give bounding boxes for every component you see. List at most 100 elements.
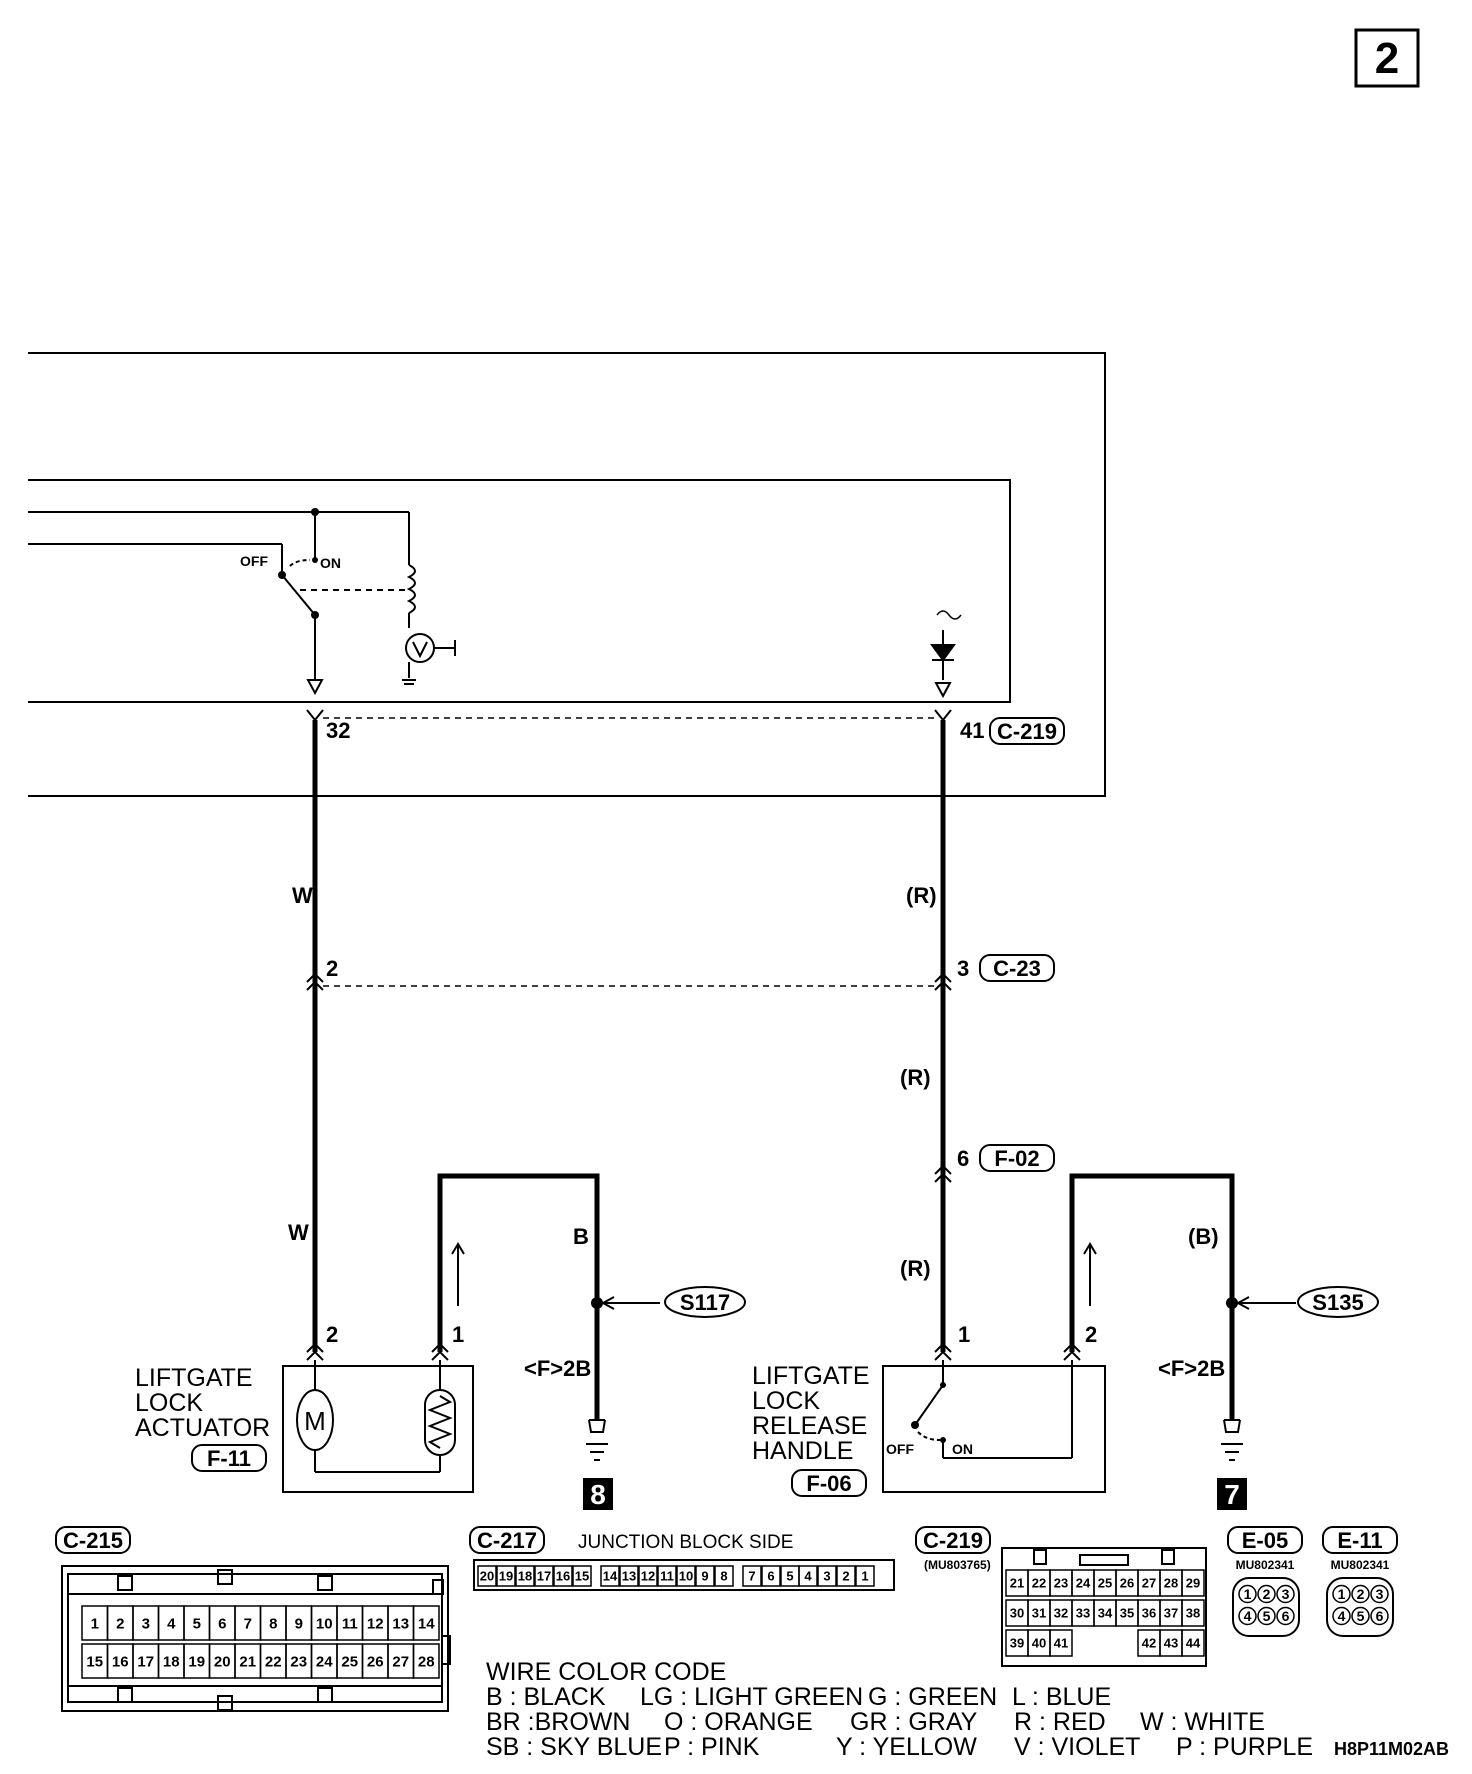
pin-number: 21 xyxy=(1010,1576,1024,1591)
pin-number: 35 xyxy=(1120,1606,1134,1621)
pin-number: 2 xyxy=(116,1615,124,1632)
pin-number: 4 xyxy=(167,1615,176,1632)
legend-y: Y : YELLOW xyxy=(836,1733,977,1761)
ground-symbols xyxy=(586,1419,1243,1461)
ground-num-box-right xyxy=(1217,1478,1247,1510)
pin-cell xyxy=(1257,1584,1276,1604)
pin-number: 14 xyxy=(603,1569,618,1584)
f06-badge xyxy=(791,1469,867,1497)
pin-number: 2 xyxy=(1357,1586,1365,1602)
handle-pin-1: 1 xyxy=(958,1322,970,1347)
legend-v: V : VIOLET xyxy=(1014,1733,1140,1761)
c215-badge xyxy=(55,1526,131,1554)
pin-number: 44 xyxy=(1186,1636,1201,1651)
legend-r: R : RED xyxy=(1014,1708,1106,1736)
c215-connector-view xyxy=(61,1565,451,1712)
pin-number: 7 xyxy=(244,1615,252,1632)
handle-box xyxy=(882,1365,1106,1493)
handle-name-line-1: LIFTGATE xyxy=(752,1362,870,1390)
c217-badge xyxy=(469,1526,545,1554)
actuator-terminals xyxy=(306,1342,449,1473)
wire-color-w-lower: W xyxy=(288,1220,309,1245)
switch-dot xyxy=(311,611,319,619)
pin-number: 40 xyxy=(1032,1636,1046,1651)
actuator-pin-2: 2 xyxy=(326,1322,338,1347)
e11-connector-view xyxy=(1326,1577,1394,1637)
heater-icon xyxy=(424,1389,456,1456)
actuator-pin-1: 1 xyxy=(452,1322,464,1347)
ground-num-box-left xyxy=(583,1478,613,1510)
legend-b: B : BLACK xyxy=(486,1683,606,1711)
pin-number: 19 xyxy=(188,1653,205,1670)
pin-number: 5 xyxy=(1357,1608,1365,1624)
pin-number: 17 xyxy=(537,1569,551,1584)
pin-number: 15 xyxy=(86,1653,103,1670)
pin-number: 30 xyxy=(1010,1606,1024,1621)
handle-terminals xyxy=(914,1342,1081,1459)
legend-p-purple: P : PURPLE xyxy=(1176,1733,1313,1761)
pin-number: 24 xyxy=(316,1653,333,1670)
c219-part-number: (MU803765) xyxy=(924,1558,991,1572)
legend-gr: GR : GRAY xyxy=(850,1708,978,1736)
legend-p-pink: P : PINK xyxy=(664,1733,760,1761)
pin-number: 6 xyxy=(1376,1608,1384,1624)
pin-number: 16 xyxy=(112,1653,129,1670)
handle-on-label: ON xyxy=(952,1441,973,1457)
e05-badge xyxy=(1227,1526,1303,1554)
pin-number: 1 xyxy=(861,1569,868,1584)
pin-number: 34 xyxy=(1098,1606,1113,1621)
pin-number: 14 xyxy=(418,1615,435,1632)
pin-cell xyxy=(412,1605,440,1641)
heater-coil-icon xyxy=(427,1395,453,1449)
e05-label: E-05 xyxy=(1242,1528,1288,1553)
handle-off-label: OFF xyxy=(886,1441,914,1457)
main-wires xyxy=(312,720,1235,1420)
pin-number: 11 xyxy=(342,1615,358,1632)
pin-cell xyxy=(553,1565,573,1587)
f02-label: F-02 xyxy=(994,1146,1039,1171)
pin-number: 22 xyxy=(265,1653,282,1670)
pin-number: 18 xyxy=(518,1569,532,1584)
e11-part-number: MU802341 xyxy=(1331,1558,1390,1572)
ground-left-ref: <F>2B xyxy=(524,1356,591,1381)
pin-number: 20 xyxy=(480,1569,494,1584)
f02-terminal-6: 6 xyxy=(957,1146,969,1171)
pin-number: 5 xyxy=(786,1569,793,1584)
pin-number: 24 xyxy=(1076,1576,1091,1591)
pin-number: 5 xyxy=(193,1615,201,1632)
pin-cell xyxy=(638,1565,658,1587)
pin-cell xyxy=(695,1565,715,1587)
pin-cell xyxy=(1181,1629,1205,1657)
pin-cell xyxy=(657,1565,677,1587)
pin-cell xyxy=(1370,1584,1389,1604)
splice-s135-dot xyxy=(1226,1297,1238,1309)
wire-color-r-1: (R) xyxy=(906,883,937,908)
wire-color-r-2: (R) xyxy=(900,1065,931,1090)
pin-number: 13 xyxy=(392,1615,409,1632)
pin-cell xyxy=(534,1565,554,1587)
ground-num-left: 8 xyxy=(590,1479,606,1510)
pin-number: 8 xyxy=(269,1615,277,1632)
pin-cell xyxy=(1351,1584,1370,1604)
pin-number: 9 xyxy=(701,1569,708,1584)
relay-off-label: OFF xyxy=(240,553,268,569)
pin-number: 37 xyxy=(1164,1606,1178,1621)
f06-label: F-06 xyxy=(806,1471,851,1496)
pin-number: 21 xyxy=(239,1653,256,1670)
pin-number: 10 xyxy=(316,1615,333,1632)
pin-number: 17 xyxy=(137,1653,154,1670)
figure-code: H8P11M02AB xyxy=(1334,1739,1449,1759)
pin-number: 41 xyxy=(1054,1636,1068,1651)
pin-number: 3 xyxy=(1376,1586,1384,1602)
e05-connector-view xyxy=(1232,1577,1300,1637)
pin-cell xyxy=(1276,1584,1295,1604)
pin-number: 23 xyxy=(290,1653,307,1670)
c23-junction xyxy=(306,972,952,991)
legend-g: G : GREEN xyxy=(868,1683,997,1711)
legend-title: WIRE COLOR CODE xyxy=(486,1658,726,1686)
pin-number: 25 xyxy=(1098,1576,1112,1591)
pin-cell xyxy=(600,1565,620,1587)
pin-number: 15 xyxy=(575,1569,589,1584)
